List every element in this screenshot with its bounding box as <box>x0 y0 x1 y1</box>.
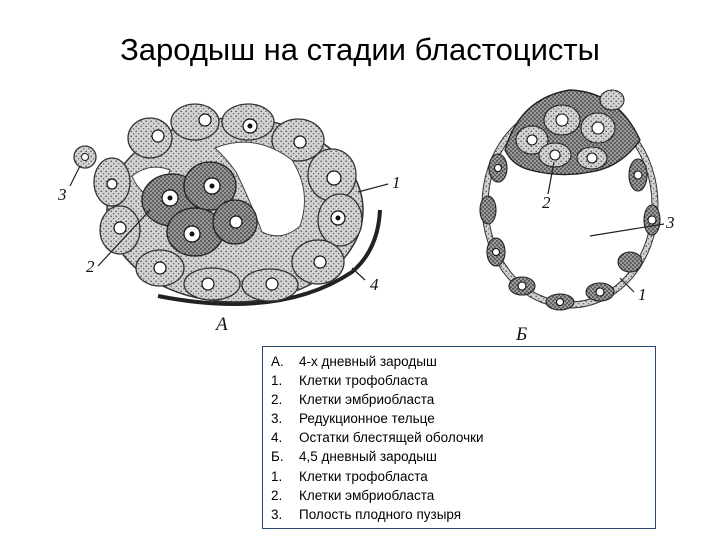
slide-title: Зародыш на стадии бластоцисты <box>120 32 600 67</box>
legend-text: 4,5 дневный зародыш <box>299 449 437 465</box>
blastocyst-figure: 1 2 3 4 А <box>57 89 675 345</box>
panel-a-label-1: 1 <box>392 173 401 192</box>
legend-item: 3. Редукционное тельце <box>271 409 655 428</box>
legend-text: Клетки эмбриобласта <box>299 392 435 408</box>
legend-number: Б. <box>271 449 284 465</box>
legend-number: 3. <box>271 506 283 522</box>
legend-item: Б. 4,5 дневный зародыш <box>271 447 655 466</box>
panel-b-embryo: 1 2 3 Б <box>479 89 675 345</box>
panel-a-label-3: 3 <box>57 185 67 204</box>
legend-text: Клетки эмбриобласта <box>299 487 435 503</box>
legend-text: 4-х дневный зародыш <box>299 354 437 369</box>
panel-a-embryo: 1 2 3 4 А <box>57 103 401 335</box>
legend-item: 1. Клетки трофобласта <box>271 371 655 390</box>
legend-item: А. 4-х дневный зародыш <box>271 352 655 371</box>
panel-b-label-2: 2 <box>542 193 551 212</box>
legend-number: 1. <box>271 373 283 389</box>
legend-text: Полость плодного пузыря <box>299 506 462 522</box>
legend-number: А. <box>271 354 284 369</box>
legend-item: 2. Клетки эмбриобласта <box>271 486 655 505</box>
legend-item: 3. Полость плодного пузыря <box>271 505 655 524</box>
panel-a-label-2: 2 <box>86 257 95 276</box>
panel-b-label-1: 1 <box>638 285 647 304</box>
legend-item: 1. Клетки трофобласта <box>271 467 655 486</box>
legend-text: Редукционное тельце <box>299 411 435 427</box>
legend-number: 3. <box>271 411 283 427</box>
panel-b-letter: Б <box>515 324 527 345</box>
panel-a-label-4: 4 <box>370 275 379 294</box>
legend-number: 4. <box>271 430 283 446</box>
panel-b-label-3: 3 <box>665 213 675 232</box>
legend-text: Клетки трофобласта <box>299 373 428 389</box>
legend-text: Клетки трофобласта <box>299 468 428 484</box>
legend-number: 1. <box>271 468 283 484</box>
legend-number: 2. <box>271 487 283 503</box>
legend-number: 2. <box>271 392 283 408</box>
legend-item: 4. Остатки блестящей оболочки <box>271 428 655 447</box>
legend-item: 2. Клетки эмбриобласта <box>271 390 655 409</box>
panel-a-letter: А <box>214 314 228 335</box>
legend-box: А. 4-х дневный зародыш 1. Клетки трофоблас… <box>262 346 656 529</box>
legend-text: Остатки блестящей оболочки <box>299 430 484 446</box>
